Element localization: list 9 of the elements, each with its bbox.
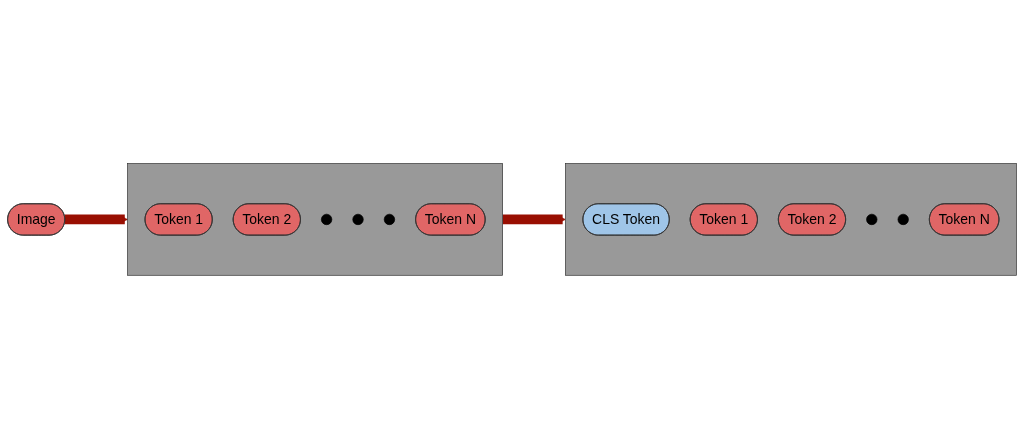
cluster <box>565 162 1017 276</box>
node-circle <box>352 213 364 225</box>
node-circle <box>897 213 909 225</box>
node-circle <box>321 213 333 225</box>
arrow <box>502 214 566 224</box>
node-circle <box>383 213 396 225</box>
arrow <box>64 214 128 224</box>
cluster <box>127 162 503 276</box>
node-circle <box>866 213 878 225</box>
